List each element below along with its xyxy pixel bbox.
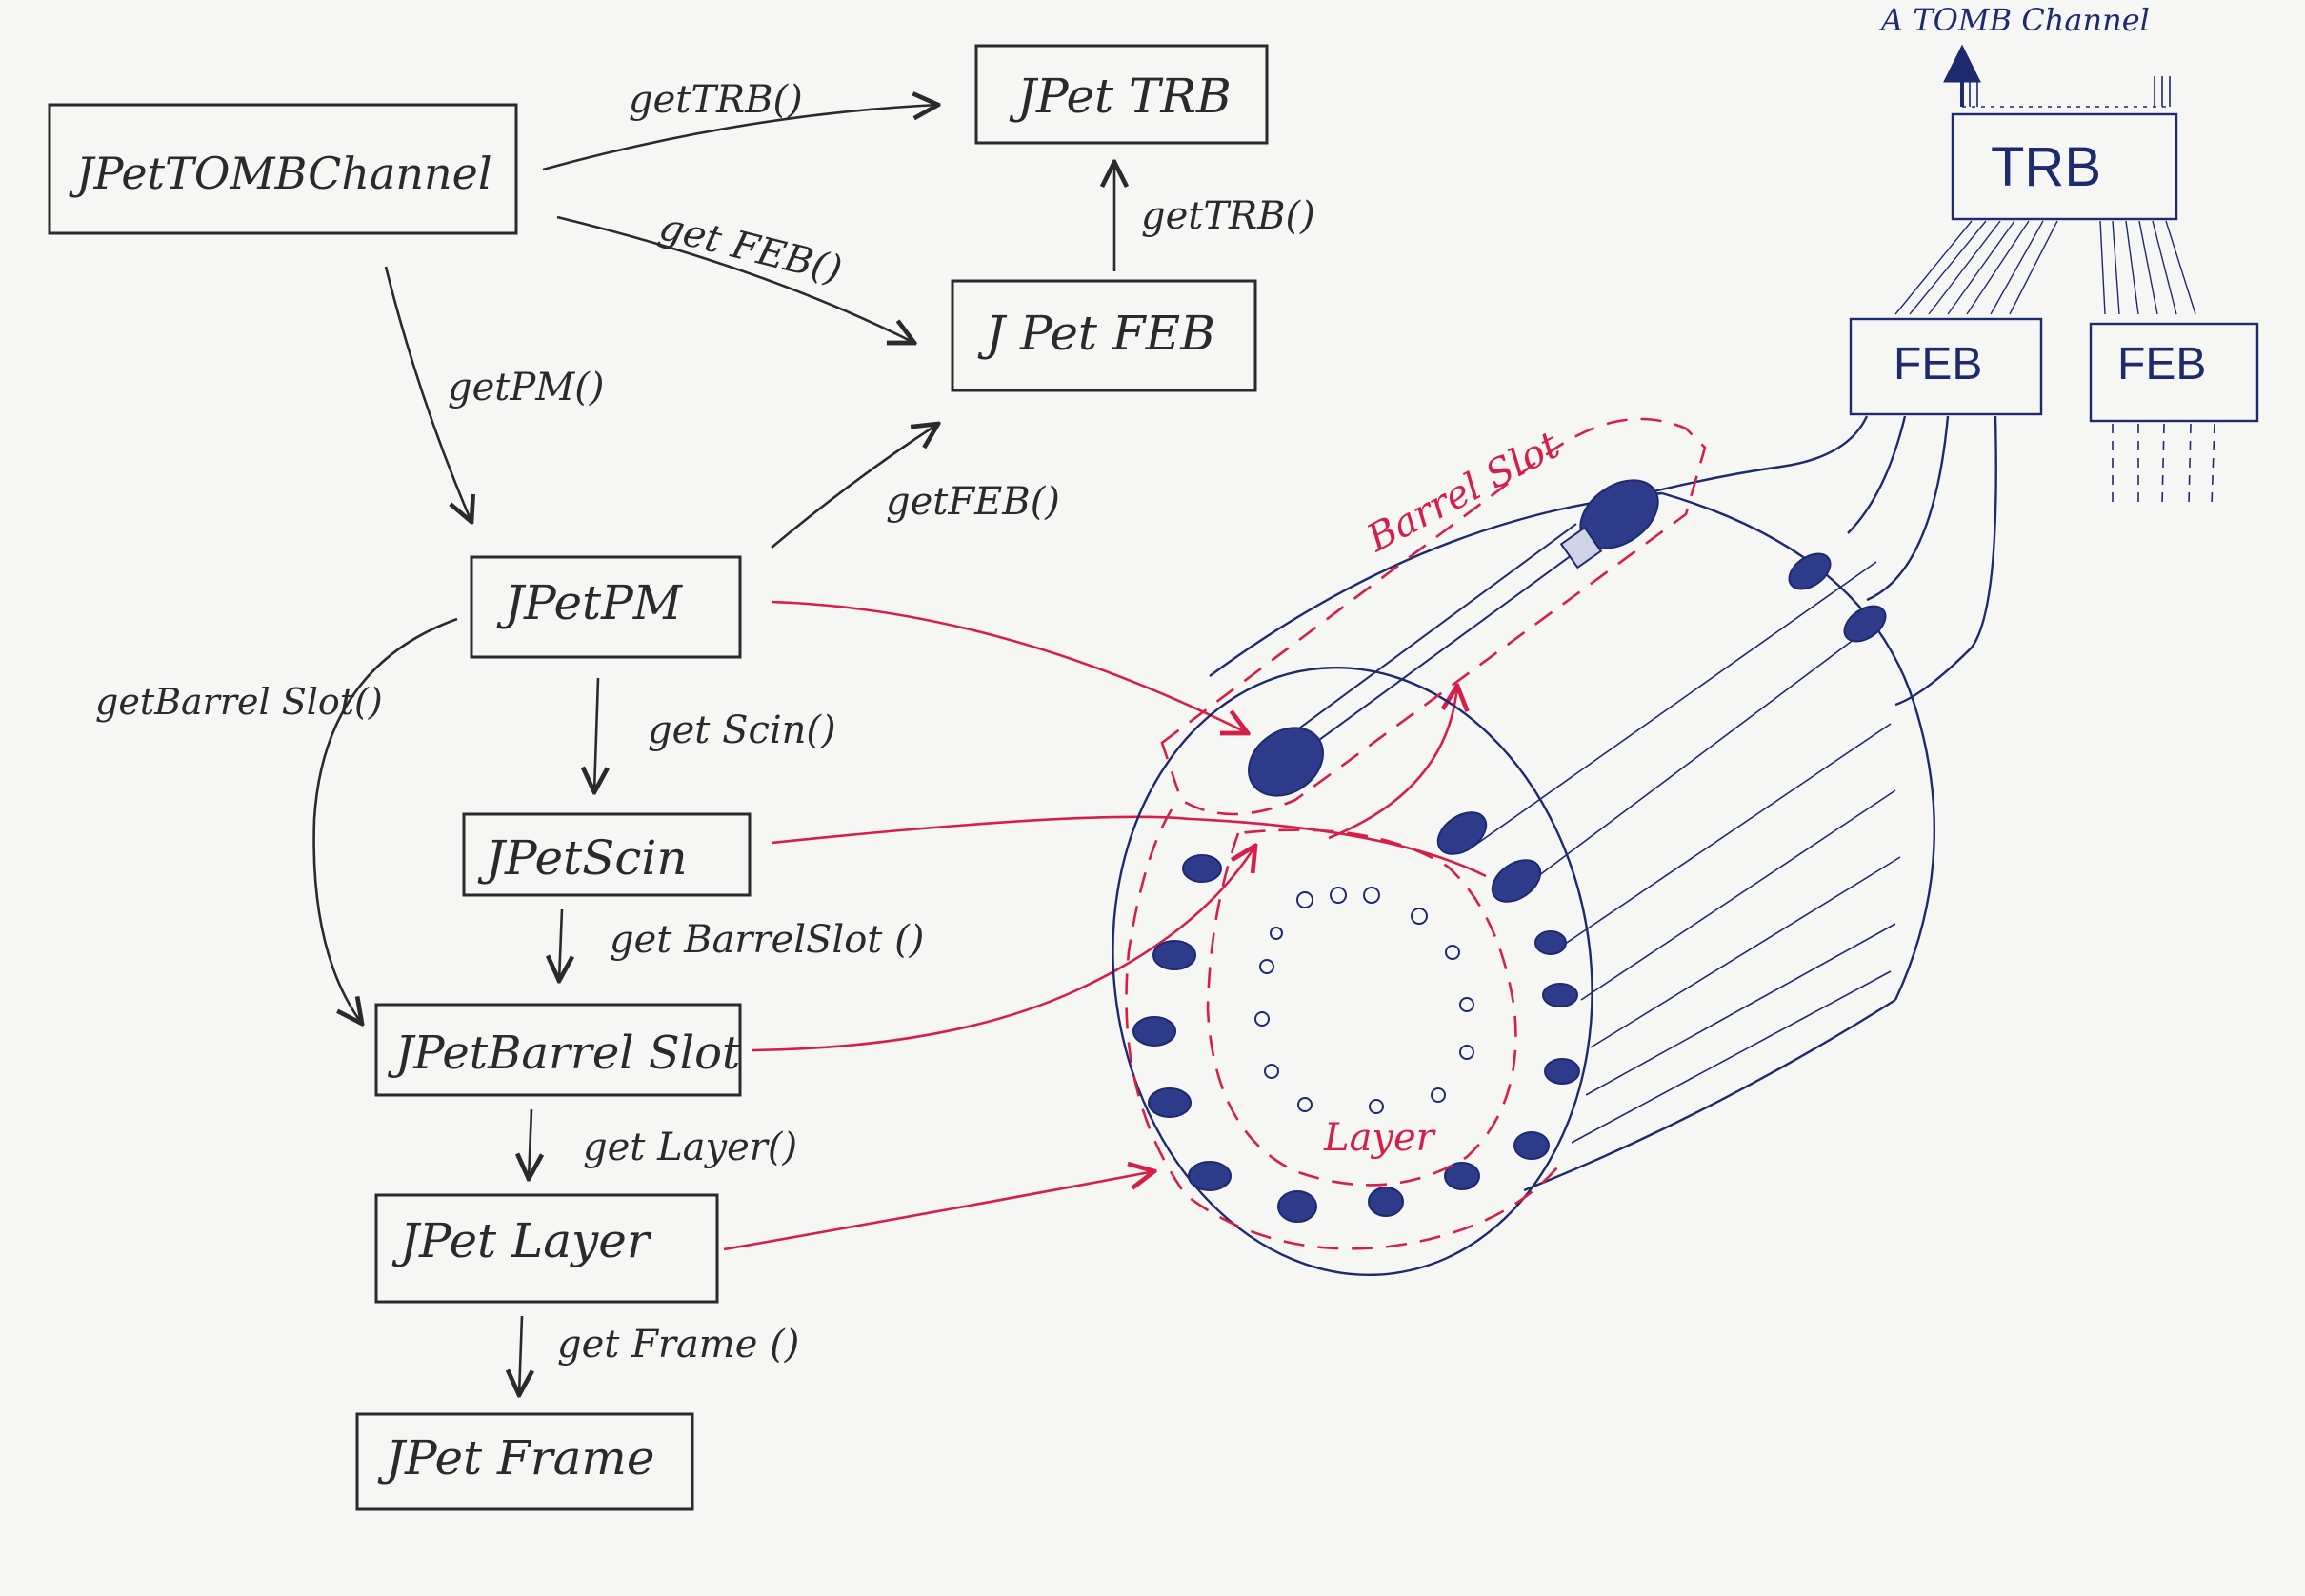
edge-pm-to-feb: getFEB() <box>771 424 1060 549</box>
barrel-slot-dashed <box>1160 417 1707 816</box>
scintillator-lines <box>1471 561 1901 1144</box>
node-tomb-channel: JPetTOMBChannel <box>48 103 518 235</box>
node-trb-label: JPet TRB <box>1009 69 1232 124</box>
edge-tomb-to-feb: get FEB() <box>556 205 914 343</box>
edge-pm-to-barrel: getBarrel Slot() <box>95 617 458 1024</box>
tomb-channel-indicator: A TOMB Channel <box>1878 2 2172 108</box>
edge-feb-to-trb: getTRB() <box>1114 162 1315 271</box>
edge-scin-to-barrel-label: get BarrelSlot () <box>610 918 924 962</box>
node-scin-label: JPetScin <box>477 830 688 886</box>
trb-feb-wires <box>1894 220 2196 315</box>
inner-ring <box>1254 887 1474 1114</box>
node-feb: J Pet FEB <box>951 279 1257 392</box>
node-feb-label: J Pet FEB <box>977 306 1215 361</box>
node-frame-label: JPet Frame <box>377 1430 654 1486</box>
hw-layer-label: Layer <box>1323 1116 1437 1160</box>
hw-trb: TRB <box>1951 112 2178 221</box>
edge-tomb-to-trb: getTRB() <box>542 78 938 171</box>
hw-trb-label: TRB <box>1991 136 2101 198</box>
feb-pm-cables <box>1637 415 1997 707</box>
node-pm-label: JPetPM <box>496 575 684 630</box>
feb-right-stubs <box>2112 423 2215 506</box>
red-dashed-regions <box>1125 417 1707 1250</box>
node-tomb-channel-label: JPetTOMBChannel <box>69 148 492 199</box>
outer-dashed <box>1125 808 1564 1250</box>
node-layer-label: JPet Layer <box>391 1213 652 1268</box>
edge-tomb-to-pm: getPM() <box>384 266 604 522</box>
edge-tomb-to-trb-label: getTRB() <box>629 78 803 122</box>
hw-barrel-slot-label: Barrel Slot <box>1359 423 1567 561</box>
hw-feb-right-label: FEB <box>2117 339 2206 389</box>
node-barrel-slot-label: JPetBarrel Slot <box>387 1027 741 1080</box>
node-trb: JPet TRB <box>974 44 1269 145</box>
node-scin: JPetScin <box>462 812 752 897</box>
edge-barrel-to-layer: get Layer() <box>529 1108 797 1179</box>
node-frame: JPet Frame <box>355 1412 694 1511</box>
edge-barrel-to-layer-label: get Layer() <box>583 1126 797 1169</box>
outer-ring-pms <box>1132 854 1580 1223</box>
edge-tomb-to-feb-label: get FEB() <box>655 205 847 292</box>
node-pm: JPetPM <box>470 555 742 659</box>
edge-layer-to-frame: get Frame () <box>519 1315 799 1395</box>
hw-feb-left: FEB <box>1849 317 2043 416</box>
pointer-pm <box>771 600 1248 733</box>
red-pointers <box>723 600 1487 1251</box>
edge-pm-to-feb-label: getFEB() <box>886 480 1060 524</box>
edge-pm-to-barrel-label: getBarrel Slot() <box>95 681 383 723</box>
pointer-scin <box>771 815 1487 878</box>
hw-feb-right: FEB <box>2089 322 2259 423</box>
node-layer: JPet Layer <box>374 1193 719 1304</box>
pointer-barrel-slot <box>752 846 1255 1052</box>
layer-dashed <box>1206 828 1517 1187</box>
edge-layer-to-frame-label: get Frame () <box>557 1323 799 1367</box>
highlighted-module <box>1248 479 1887 903</box>
node-barrel-slot: JPetBarrel Slot <box>374 1003 742 1097</box>
edge-feb-to-trb-label: getTRB() <box>1141 194 1315 238</box>
edge-tomb-to-pm-label: getPM() <box>448 366 604 409</box>
hw-feb-left-label: FEB <box>1894 339 1982 389</box>
edge-scin-to-barrel: get BarrelSlot () <box>559 908 924 981</box>
pointer-layer <box>723 1171 1154 1251</box>
pointer-barrel-slot-upper <box>1328 686 1457 840</box>
tomb-channel-label: A TOMB Channel <box>1878 2 2150 38</box>
edge-pm-to-scin: get Scin() <box>594 677 836 792</box>
edge-pm-to-scin-label: get Scin() <box>648 708 836 752</box>
